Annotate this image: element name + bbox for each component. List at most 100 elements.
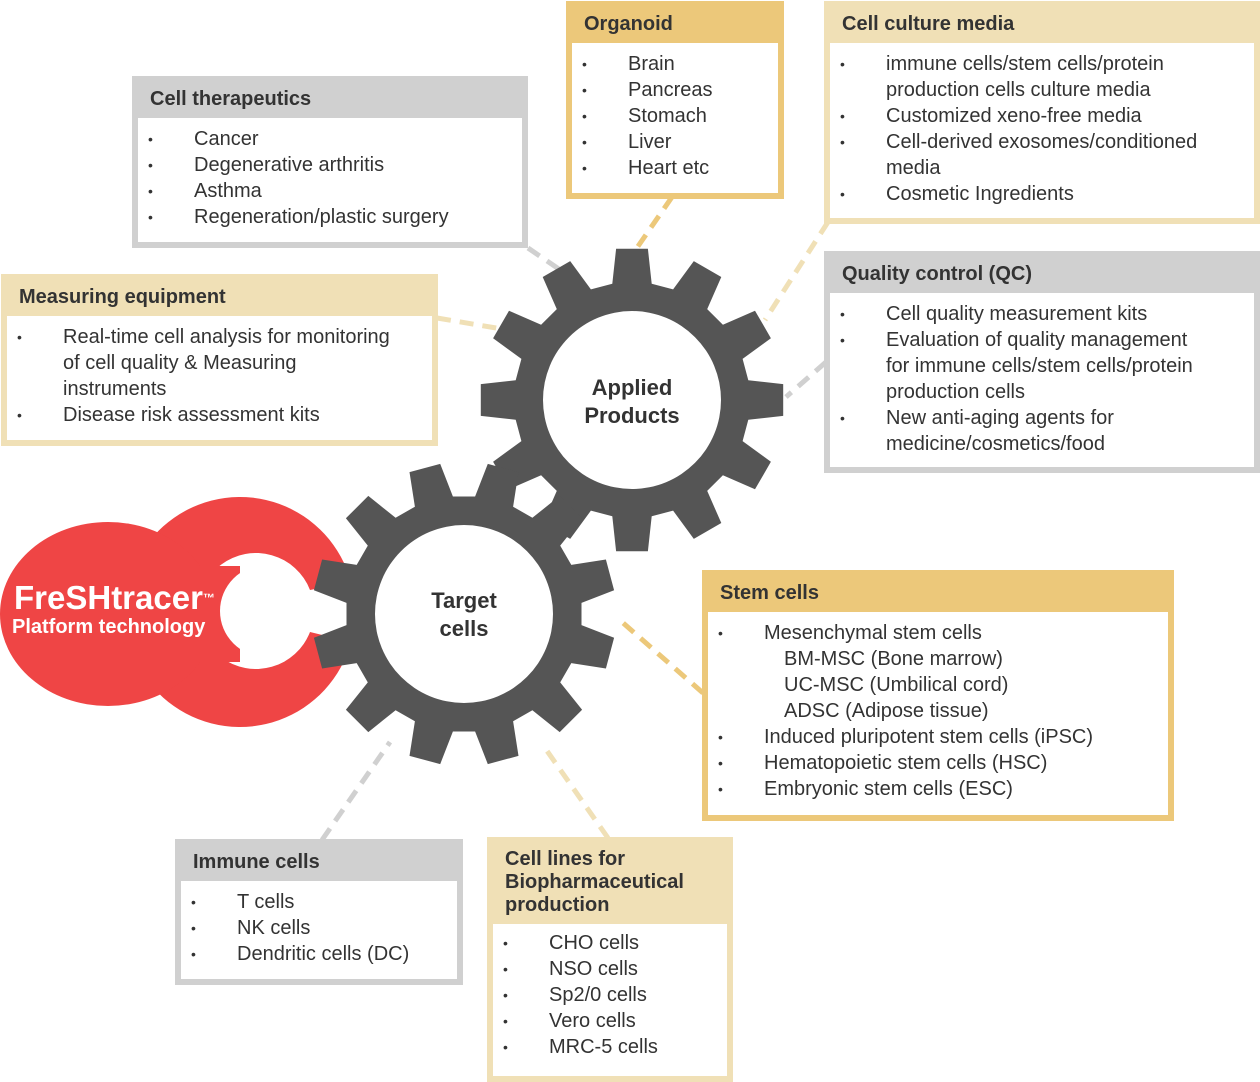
- card-cell-culture-media: Cell culture media immune cells/stem cel…: [824, 1, 1260, 224]
- card-title: Cell lines for Biopharmaceutical product…: [493, 843, 727, 924]
- card-title-line: production: [505, 894, 610, 916]
- list-item: Disease risk assessment kits: [17, 402, 422, 428]
- list-item: Cell quality measurement kits: [840, 301, 1244, 327]
- list-item-line: medicine/cosmetics/food: [886, 433, 1105, 455]
- list-item-line: Evaluation of quality management: [886, 329, 1188, 351]
- list-item-line: immune cells/stem cells/protein: [886, 53, 1164, 75]
- list-subitem: ADSC (Adipose tissue): [784, 700, 989, 722]
- list-item-line: New anti-aging agents for: [886, 407, 1114, 429]
- list-subitem: UC-MSC (Umbilical cord): [784, 674, 1009, 696]
- card-quality-control: Quality control (QC) Cell quality measur…: [824, 251, 1260, 473]
- card-title: Organoid: [572, 7, 778, 43]
- gear-label-target-line1: Target: [431, 588, 497, 613]
- connector-stem-cells: [620, 620, 705, 695]
- logo-tagline: Platform technology: [12, 616, 206, 638]
- connector-cell-therapeutics: [526, 245, 574, 281]
- card-title: Quality control (QC): [830, 257, 1254, 293]
- logo-wordmark: FreSHtracer™: [14, 580, 215, 616]
- list-item-line: Cosmetic Ingredients: [886, 183, 1074, 205]
- list-item: Pancreas: [582, 77, 768, 103]
- list-item-line: production cells: [886, 381, 1025, 403]
- gear-label-applied-line2: Products: [584, 403, 680, 428]
- list-item: Degenerative arthritis: [148, 152, 512, 178]
- list-item: Cell-derived exosomes/conditioned media: [840, 129, 1244, 181]
- list-item: Dendritic cells (DC): [191, 941, 447, 967]
- list-item-line: Real-time cell analysis for monitoring: [63, 326, 390, 348]
- card-cell-lines: Cell lines for Biopharmaceutical product…: [487, 837, 733, 1082]
- card-stem-cells: Stem cells Mesenchymal stem cells BM-MSC…: [702, 570, 1174, 821]
- list-item: NSO cells: [503, 956, 717, 982]
- list-item: Asthma: [148, 178, 512, 204]
- gear-label-target-line2: cells: [439, 616, 489, 641]
- list-item-line: instruments: [63, 378, 167, 400]
- list-item-line: Customized xeno-free media: [886, 105, 1142, 127]
- card-title: Immune cells: [181, 845, 457, 881]
- logo-bridge: [100, 566, 240, 662]
- list-item-line: Cell quality measurement kits: [886, 303, 1148, 325]
- connector-cell-lines: [542, 746, 611, 840]
- gear-label-target: Target cells: [394, 587, 534, 643]
- connector-lines: [319, 195, 831, 842]
- list-item-line: of cell quality & Measuring: [63, 352, 297, 374]
- item-list: Mesenchymal stem cells BM-MSC (Bone marr…: [718, 620, 1158, 802]
- card-title: Cell therapeutics: [138, 82, 522, 118]
- list-item: Cancer: [148, 126, 512, 152]
- list-item: MRC-5 cells: [503, 1034, 717, 1060]
- connector-measuring-equipment: [436, 315, 509, 333]
- list-item: Hematopoietic stem cells (HSC): [718, 750, 1158, 776]
- logo-hole: [220, 565, 312, 657]
- list-item: Mesenchymal stem cells: [718, 620, 1158, 646]
- connector-cell-culture-media: [762, 220, 831, 322]
- item-list: CHO cells NSO cells Sp2/0 cells Vero cel…: [503, 930, 717, 1060]
- list-item: Cosmetic Ingredients: [840, 181, 1244, 207]
- gear-applied-products: [480, 248, 784, 552]
- list-item: Induced pluripotent stem cells (iPSC): [718, 724, 1158, 750]
- list-item: NK cells: [191, 915, 447, 941]
- gear-target-cells: [313, 463, 615, 765]
- list-item: Customized xeno-free media: [840, 103, 1244, 129]
- gear-label-applied-line1: Applied: [591, 375, 673, 400]
- item-list: Cell quality measurement kits Evaluation…: [840, 301, 1244, 457]
- list-item-line: media: [886, 157, 941, 179]
- gear-label-applied: Applied Products: [562, 374, 702, 430]
- list-item: Heart etc: [582, 155, 768, 181]
- item-list: Real-time cell analysis for monitoring o…: [17, 324, 422, 428]
- list-item: CHO cells: [503, 930, 717, 956]
- item-list: T cells NK cells Dendritic cells (DC): [191, 889, 447, 967]
- connector-quality-control: [784, 360, 828, 399]
- card-title: Measuring equipment: [7, 280, 432, 316]
- list-item: Stomach: [582, 103, 768, 129]
- card-title-line: Cell lines for: [505, 848, 626, 870]
- item-list: Brain Pancreas Stomach Liver Heart etc: [582, 51, 768, 181]
- list-item: Regeneration/plastic surgery: [148, 204, 512, 230]
- card-immune-cells: Immune cells T cells NK cells Dendritic …: [175, 839, 463, 985]
- connector-immune-cells: [319, 740, 393, 842]
- list-item: Liver: [582, 129, 768, 155]
- list-item: T cells: [191, 889, 447, 915]
- item-list: Cancer Degenerative arthritis Asthma Reg…: [148, 126, 512, 230]
- list-item-line: Cell-derived exosomes/conditioned: [886, 131, 1198, 153]
- list-item: Sp2/0 cells: [503, 982, 717, 1008]
- card-organoid: Organoid Brain Pancreas Stomach Liver He…: [566, 1, 784, 199]
- card-title: Stem cells: [708, 576, 1168, 612]
- freshtracer-logo: [0, 496, 351, 727]
- list-item: Real-time cell analysis for monitoring o…: [17, 324, 422, 402]
- logo-trademark: ™: [202, 591, 215, 605]
- list-item: New anti-aging agents for medicine/cosme…: [840, 405, 1244, 457]
- item-list: immune cells/stem cells/protein producti…: [840, 51, 1244, 207]
- list-item-line: Disease risk assessment kits: [63, 404, 320, 426]
- list-item: Evaluation of quality management for imm…: [840, 327, 1244, 405]
- connector-organoid: [629, 195, 675, 257]
- logo-name: FreSHtracer: [14, 579, 203, 616]
- card-measuring-equipment: Measuring equipment Real-time cell analy…: [1, 274, 438, 446]
- card-cell-therapeutics: Cell therapeutics Cancer Degenerative ar…: [132, 76, 528, 248]
- list-item-line: production cells culture media: [886, 79, 1151, 101]
- list-item-line: for immune cells/stem cells/protein: [886, 355, 1193, 377]
- card-title-line: Biopharmaceutical: [505, 871, 684, 893]
- list-item: Brain: [582, 51, 768, 77]
- list-item: immune cells/stem cells/protein producti…: [840, 51, 1244, 103]
- card-title: Cell culture media: [830, 7, 1254, 43]
- list-item: Vero cells: [503, 1008, 717, 1034]
- list-subitem: BM-MSC (Bone marrow): [784, 648, 1003, 670]
